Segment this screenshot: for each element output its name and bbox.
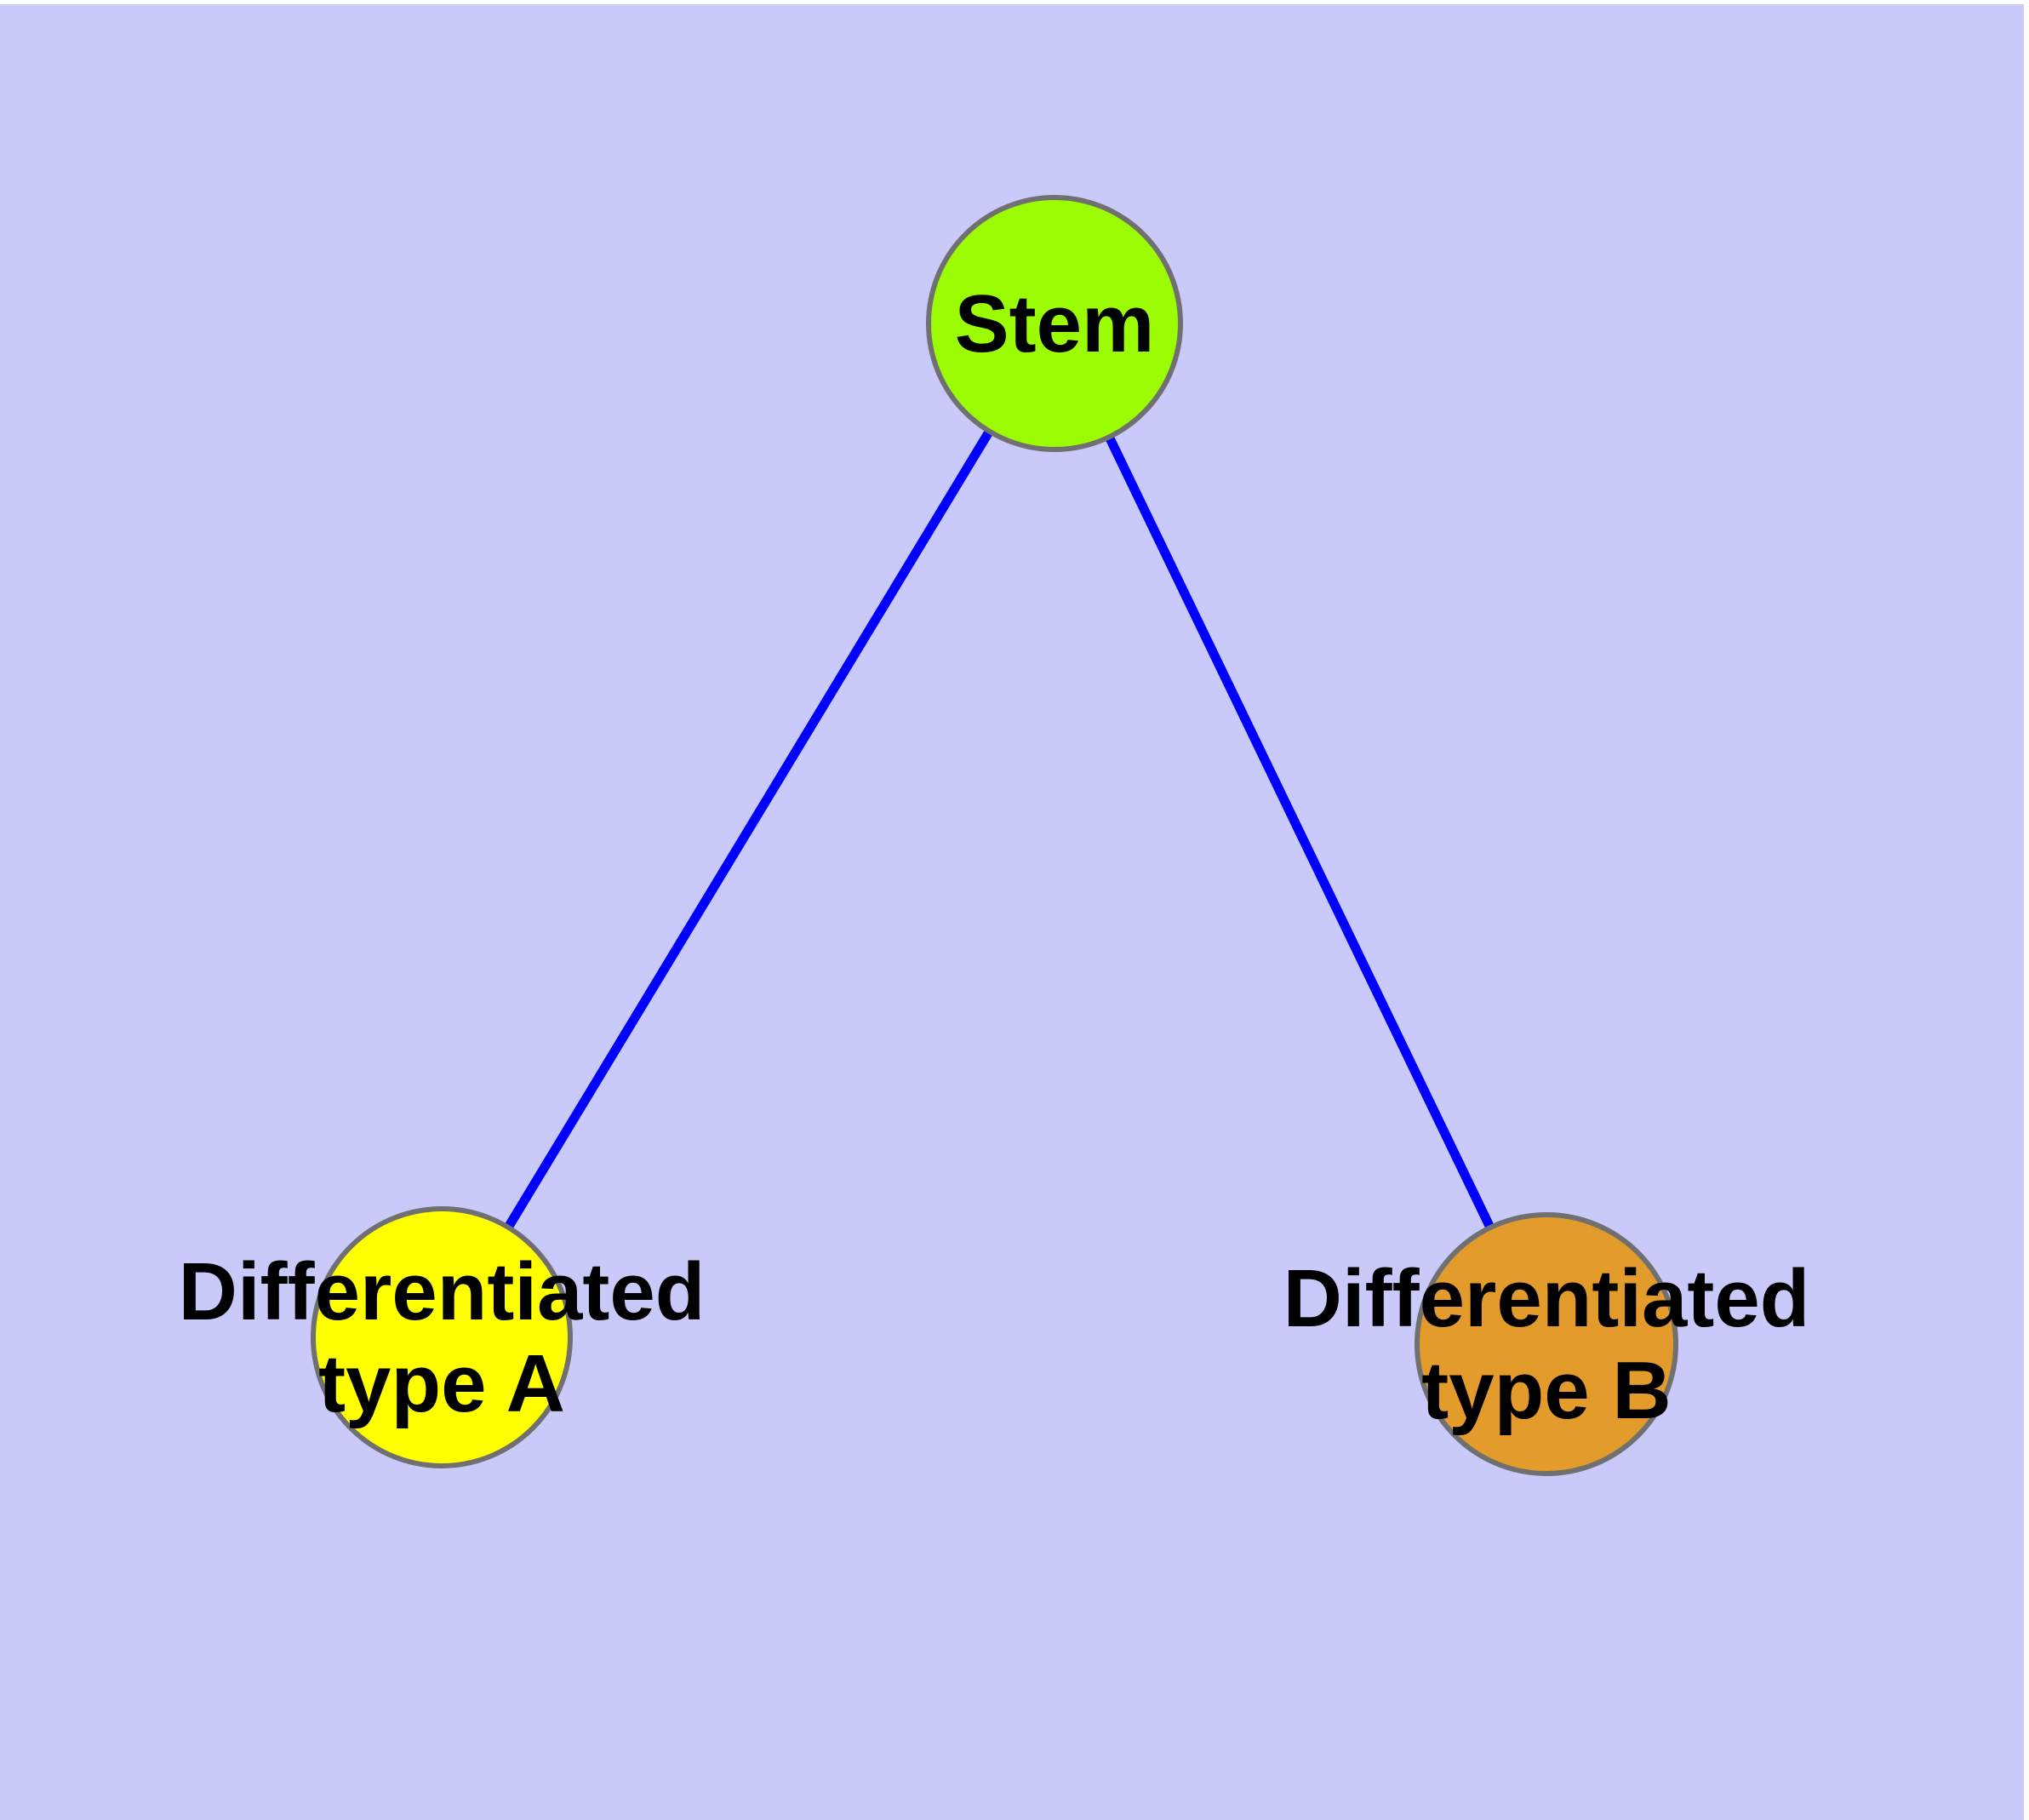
edge-layer [437,321,1551,1347]
graph-node-diff_b[interactable] [1415,1212,1678,1476]
graph-node-label-line: Differentiated [1283,1253,1810,1344]
graph-node-stem[interactable] [926,195,1183,452]
graph-edge[interactable] [1050,321,1551,1347]
node-layer [311,195,1678,1476]
graph-node-label-line: Stem [955,278,1155,369]
graph-node-label-line: type A [318,1337,565,1428]
graph-node-label-stem: Stem [955,278,1155,369]
graph-node-label-line: type B [1421,1344,1671,1435]
graph-edge[interactable] [437,321,1059,1340]
graph-node-diff_a[interactable] [311,1206,573,1468]
graph-node-label-line: Differentiated [179,1246,706,1337]
